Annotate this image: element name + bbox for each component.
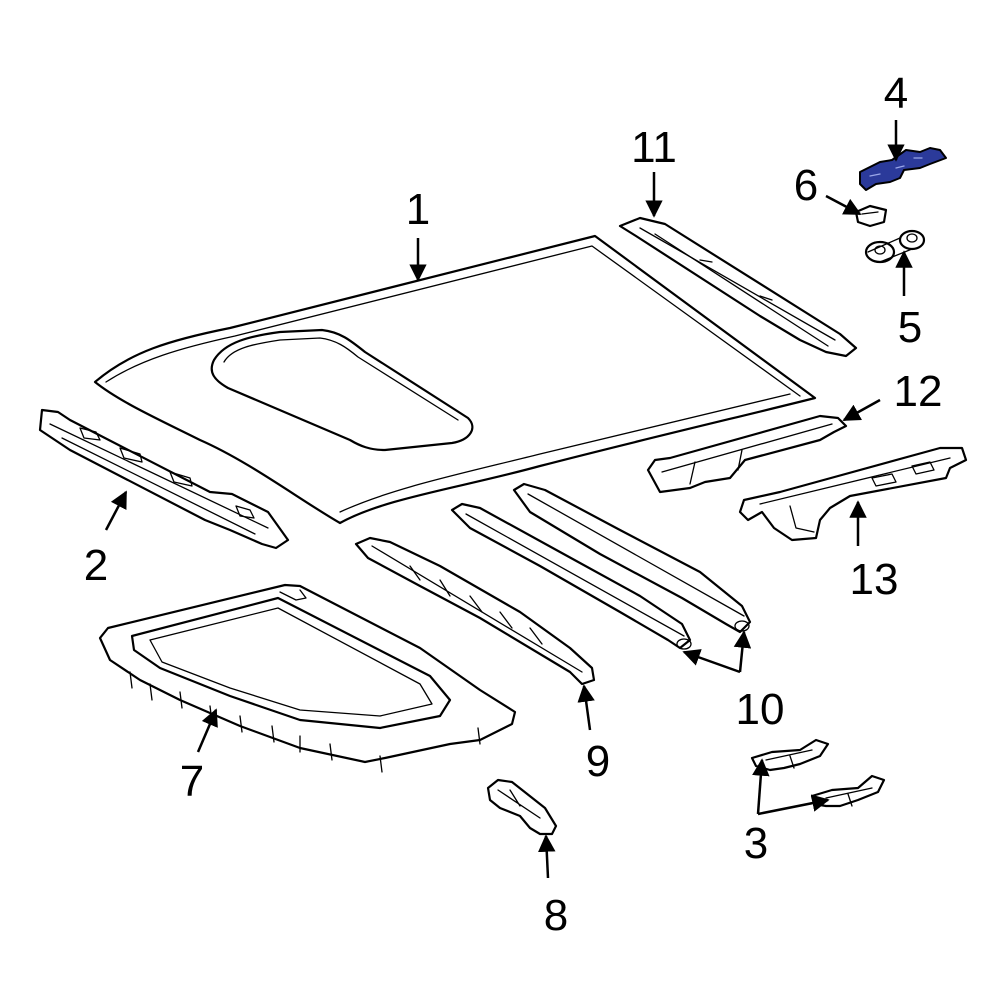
- leader-3b: [757, 794, 830, 816]
- part-9-roof-bow[interactable]: [354, 536, 596, 686]
- leader-2: [104, 490, 128, 531]
- callout-9: 9: [586, 737, 610, 786]
- callout-10: 10: [736, 685, 785, 734]
- callout-2: 2: [84, 541, 108, 590]
- part-8-bracket[interactable]: [486, 778, 558, 836]
- callout-11: 11: [631, 123, 677, 172]
- part-13-inner-panel[interactable]: [738, 446, 968, 542]
- part-6-clip[interactable]: [854, 204, 888, 228]
- part-1-roof-panel[interactable]: [93, 234, 817, 525]
- part-11-side-rail[interactable]: [618, 216, 858, 358]
- leader-lines: [104, 120, 913, 879]
- callout-7: 7: [180, 757, 204, 806]
- callout-4: 4: [884, 69, 908, 118]
- part-12-inner-rail[interactable]: [646, 414, 848, 494]
- part-4-highlight-fill: [859, 147, 947, 191]
- leader-6: [825, 194, 862, 216]
- callout-8: 8: [544, 891, 568, 940]
- leader-8: [538, 834, 556, 879]
- callout-1: 1: [406, 185, 430, 234]
- leader-3a: [752, 758, 770, 815]
- part-10-roof-bow-a[interactable]: [450, 502, 692, 650]
- callout-13: 13: [850, 555, 899, 604]
- part-3-bracket-a[interactable]: [750, 738, 830, 772]
- part-5-grommet[interactable]: [864, 229, 926, 264]
- leader-10b: [733, 630, 752, 673]
- leader-7: [196, 708, 218, 753]
- callout-6: 6: [794, 161, 818, 210]
- part-2-front-header[interactable]: [38, 408, 290, 550]
- callout-3: 3: [744, 819, 768, 868]
- callout-5: 5: [898, 303, 922, 352]
- leader-9: [577, 684, 595, 731]
- leader-12: [842, 398, 881, 422]
- leader-10a: [682, 649, 741, 674]
- part-4-bracket[interactable]: [859, 147, 947, 191]
- callout-12: 12: [894, 367, 943, 416]
- part-7-sunroof-housing[interactable]: [98, 583, 517, 773]
- callout-labels: 1 2 3 4 5 6 7 8 9 10 11 12 13: [84, 69, 943, 940]
